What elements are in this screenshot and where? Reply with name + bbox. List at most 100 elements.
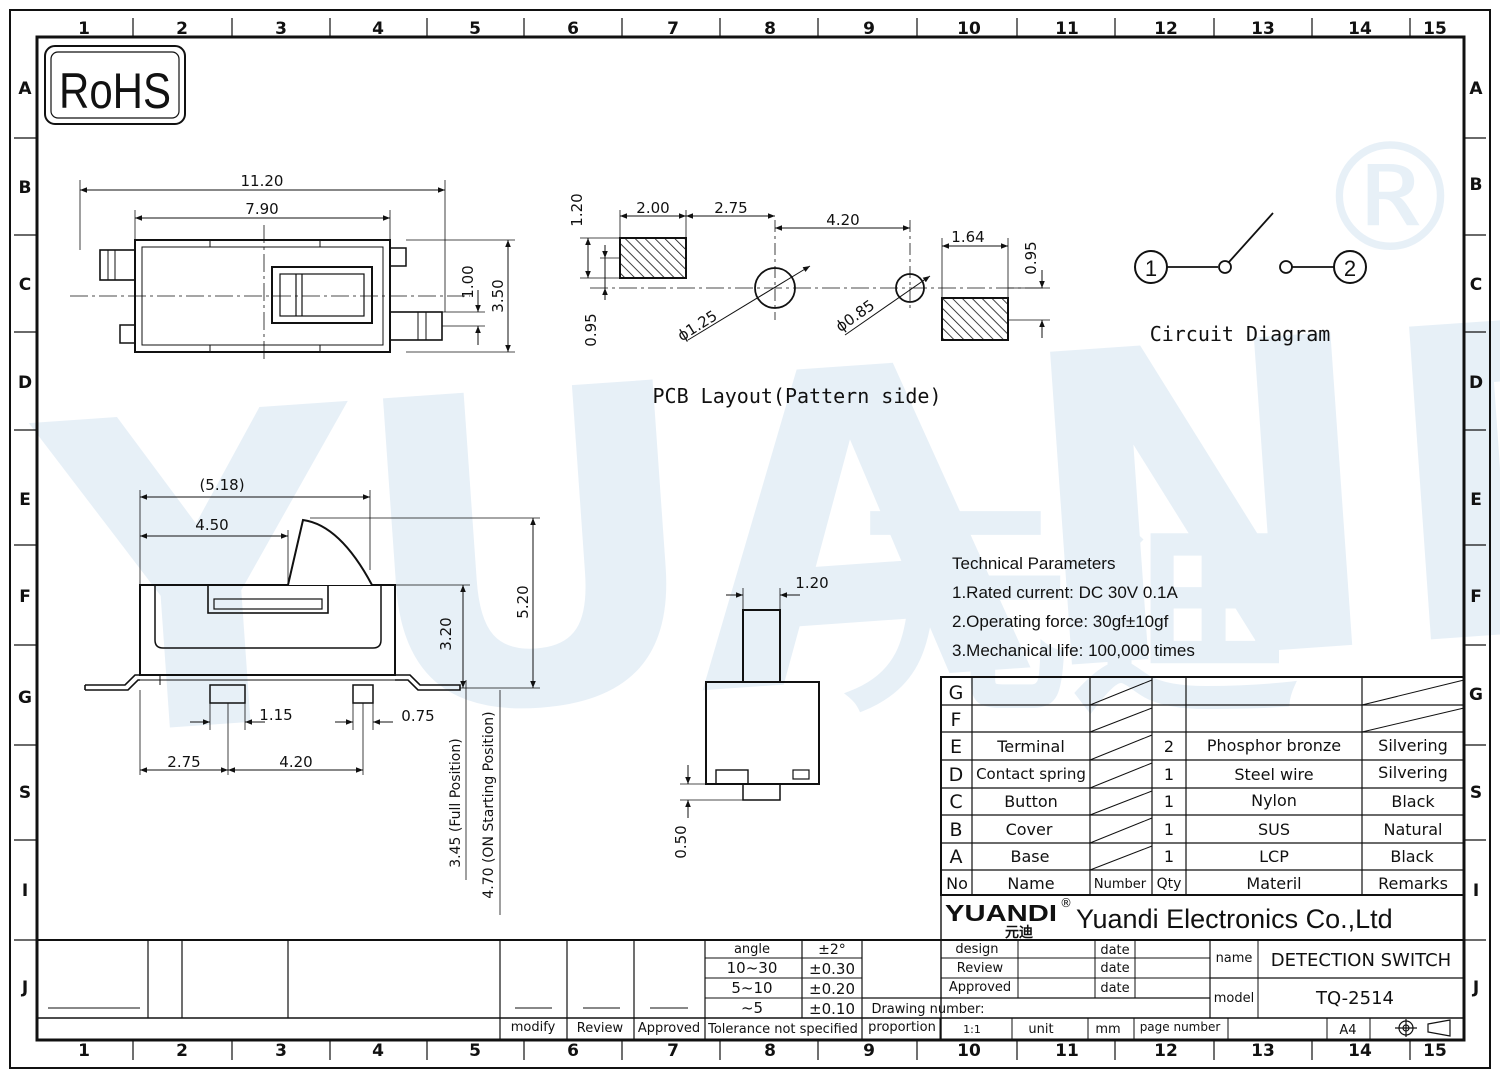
circuit-labels: 1 2 Circuit Diagram: [1145, 256, 1356, 346]
on-position: 4.70 (ON Starting Position): [481, 711, 497, 898]
bom-row-c-no: C: [949, 791, 962, 813]
col-10-bottom: 10: [957, 1041, 981, 1061]
bom-header-no: No: [946, 874, 968, 893]
company-row: YUANDI ® 元迪 Yuandi Electronics Co.,Ltd: [945, 896, 1393, 941]
tb-unit-value: mm: [1095, 1022, 1120, 1037]
tol-angle: angle: [734, 942, 770, 957]
watermark-reg: ®: [1315, 112, 1465, 286]
col-5-bottom: 5: [469, 1041, 481, 1061]
tol-range-2-value: ±0.20: [809, 980, 855, 998]
bom-row-b-no: B: [949, 819, 962, 841]
bom-row-d-name: Contact spring: [976, 765, 1086, 783]
bom-row-b-qty: 1: [1164, 820, 1174, 839]
watermark-cn: 元迪: [840, 478, 1300, 745]
bom-row-d-no: D: [949, 764, 964, 786]
bom-header-number: Number: [1094, 877, 1147, 892]
pcb-title: PCB Layout(Pattern side): [653, 384, 942, 408]
bom-table: [940, 676, 1465, 896]
front-view-labels: 1.20 0.50: [672, 574, 829, 859]
dim-1-15: 1.15: [259, 706, 292, 724]
row-f-right: F: [1470, 587, 1482, 607]
col-14-top: 14: [1348, 19, 1372, 39]
bom-row-b-material: SUS: [1258, 820, 1290, 839]
col-14-bottom: 14: [1348, 1041, 1372, 1061]
dim-7-90: 7.90: [245, 200, 278, 218]
row-j-left: J: [21, 978, 28, 998]
row-i-right: I: [1473, 881, 1479, 901]
col-1-top: 1: [78, 19, 90, 39]
dim-4-50: 4.50: [195, 516, 228, 534]
tb-unit: unit: [1028, 1022, 1053, 1037]
bom-row-e-remarks: Silvering: [1378, 736, 1448, 755]
tb-date-3: date: [1100, 981, 1129, 996]
tb-size: A4: [1339, 1023, 1356, 1038]
tech-line-3: 3.Mechanical life: 100,000 times: [952, 641, 1195, 660]
dim-3-20: 3.20: [437, 617, 455, 650]
tb-review: Review: [957, 961, 1004, 976]
row-c-right: C: [1470, 275, 1482, 295]
col-10-top: 10: [957, 19, 981, 39]
col-12-bottom: 12: [1154, 1041, 1178, 1061]
tol-range-3: ~5: [741, 999, 763, 1017]
col-15-top: 15: [1423, 19, 1447, 39]
tol-range-2: 5~10: [731, 979, 772, 997]
tb-proportion: proportion: [868, 1020, 936, 1035]
side-view: [84, 490, 540, 915]
col-8-bottom: 8: [764, 1041, 776, 1061]
tol-angle-value: ±2°: [818, 942, 846, 958]
tech-title: Technical Parameters: [952, 554, 1115, 573]
row-e-left: E: [19, 490, 31, 510]
watermark: YUANDI ® 元迪: [20, 112, 1500, 838]
col-4-top: 4: [372, 19, 384, 39]
bom-row-e-name: Terminal: [996, 737, 1065, 756]
dim-2-75: 2.75: [714, 199, 747, 217]
tb-model-label: model: [1214, 991, 1254, 1006]
bom-row-c-qty: 1: [1164, 792, 1174, 811]
bom-row-c-material: Nylon: [1251, 791, 1297, 810]
dim-2-75-side: 2.75: [167, 753, 200, 771]
bom-row-b-remarks: Natural: [1383, 820, 1442, 839]
bom-row-f-no: F: [951, 709, 962, 731]
dim-1-00: 1.00: [459, 265, 477, 298]
col-9-top: 9: [863, 19, 875, 39]
col-6-bottom: 6: [567, 1041, 579, 1061]
bom-row-d-qty: 1: [1164, 765, 1174, 784]
top-view-labels: 11.20 7.90 1.00 3.50: [241, 172, 507, 313]
col-4-bottom: 4: [372, 1041, 384, 1061]
tb-model-value: TQ-2514: [1315, 988, 1394, 1009]
tb-date-1: date: [1100, 943, 1129, 958]
row-d-right: D: [1469, 373, 1483, 393]
full-position: 3.45 (Full Position): [448, 738, 464, 867]
title-block: [37, 895, 1464, 1040]
rohs-badge: RoHS: [44, 45, 186, 125]
tb-scale: 1:1: [963, 1023, 981, 1036]
tech-line-2: 2.Operating force: 30gf±10gf: [952, 612, 1169, 631]
bom-labels: G F E Terminal 2 Phosphor bronze Silveri…: [946, 682, 1448, 893]
projection-symbol: [1395, 1019, 1451, 1037]
bom-row-g-no: G: [949, 682, 964, 704]
pin-2-label: 2: [1344, 256, 1356, 281]
bom-row-a-no: A: [950, 846, 963, 868]
bom-row-d-remarks: Silvering: [1378, 763, 1448, 782]
frame: [9, 9, 1491, 1069]
tol-range-3-value: ±0.10: [809, 1000, 855, 1018]
bom-row-b-name: Cover: [1006, 820, 1053, 839]
tech-line-1: 1.Rated current: DC 30V 0.1A: [952, 583, 1179, 602]
row-i-left: I: [22, 881, 28, 901]
company-name: Yuandi Electronics Co.,Ltd: [1076, 904, 1393, 934]
company-logo-cn: 元迪: [1005, 924, 1033, 941]
col-7-bottom: 7: [667, 1041, 679, 1061]
col-15-bottom: 15: [1423, 1041, 1447, 1061]
col-1-bottom: 1: [78, 1041, 90, 1061]
dim-4-20-side: 4.20: [279, 753, 312, 771]
bom-header-qty: Qty: [1157, 876, 1182, 892]
row-g-left: G: [18, 688, 32, 708]
bom-row-a-remarks: Black: [1390, 847, 1434, 866]
dim-4-20: 4.20: [826, 211, 859, 229]
col-8-top: 8: [764, 19, 776, 39]
dim-5-18: (5.18): [199, 476, 244, 494]
tb-page-number: page number: [1140, 1020, 1221, 1034]
bom-row-c-remarks: Black: [1391, 792, 1435, 811]
col-13-bottom: 13: [1251, 1041, 1275, 1061]
